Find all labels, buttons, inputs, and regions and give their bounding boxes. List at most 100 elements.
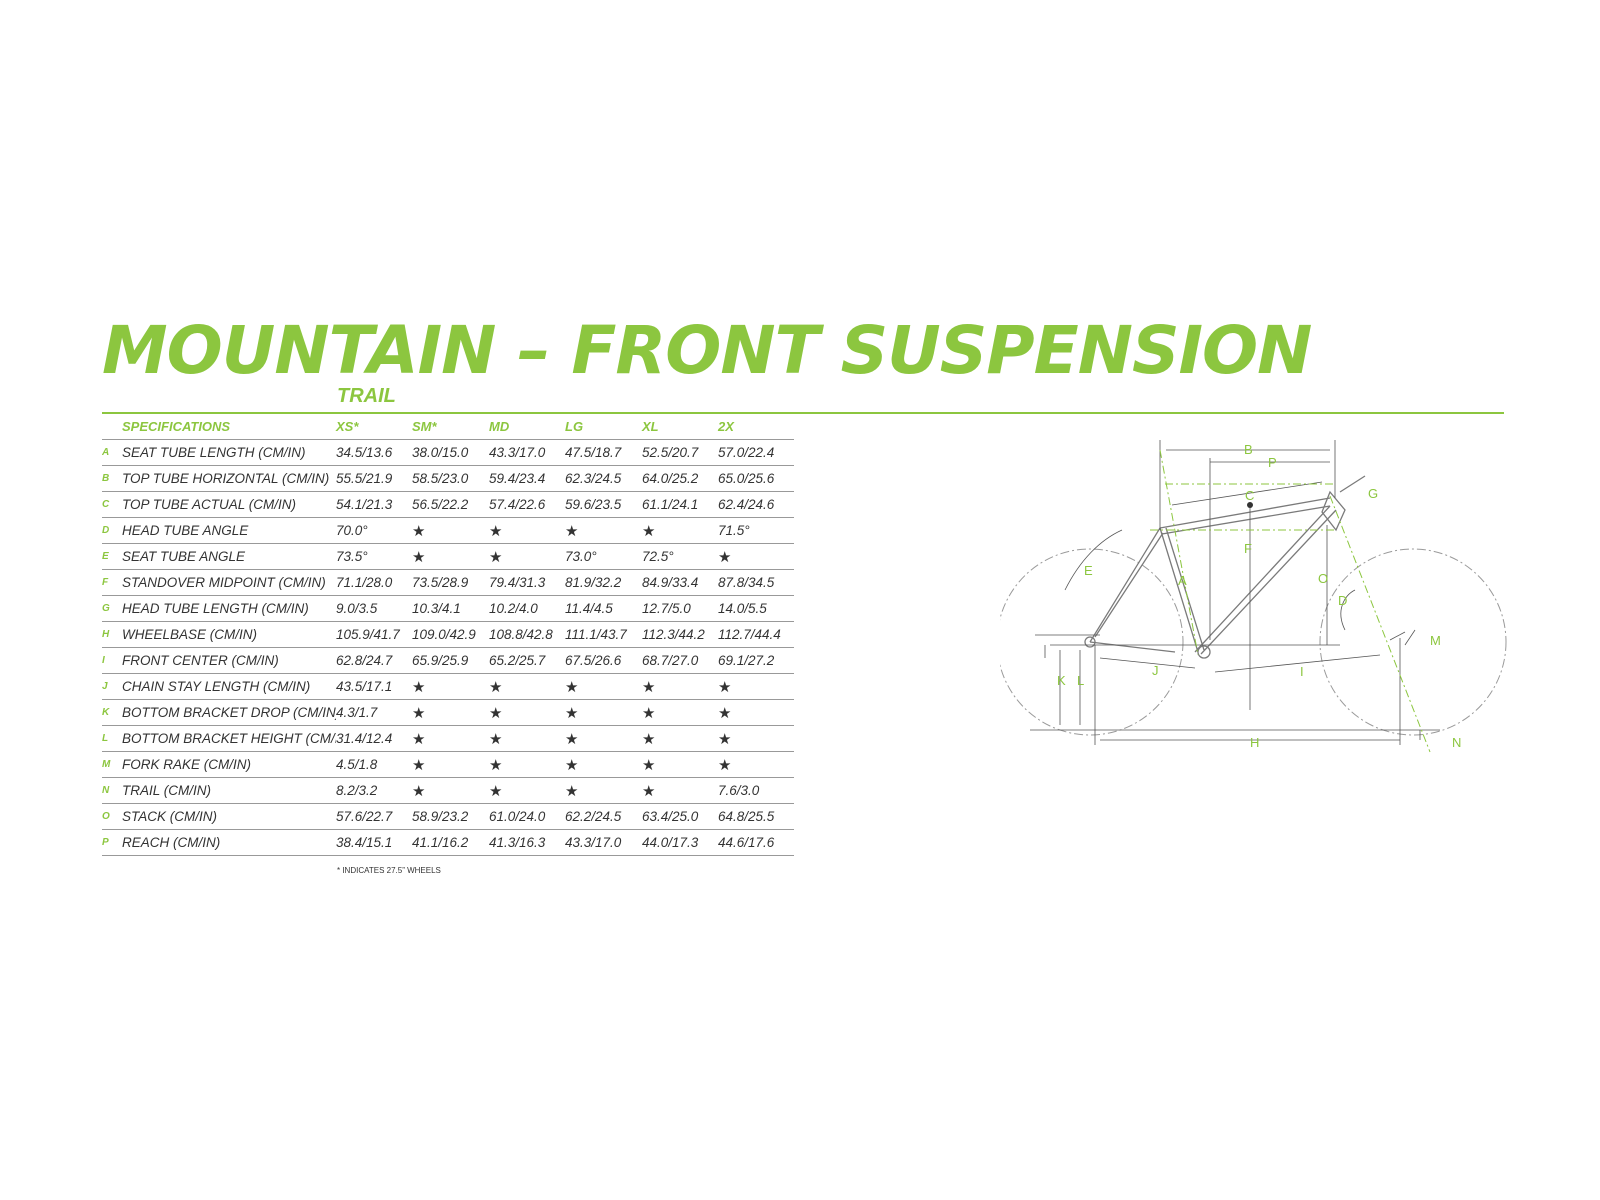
row-value: 73.5° (336, 543, 412, 570)
row-value: 56.5/22.2 (412, 491, 489, 518)
header-size-lg: LG (565, 414, 642, 440)
row-value: ★ (412, 543, 489, 570)
row-value: 105.9/41.7 (336, 621, 412, 648)
row-letter: M (102, 751, 122, 778)
row-value: ★ (412, 725, 489, 752)
row-value: 81.9/32.2 (565, 569, 642, 596)
row-value: ★ (412, 751, 489, 778)
row-value: 87.8/34.5 (718, 569, 794, 596)
row-letter: J (102, 673, 122, 700)
row-value: 44.0/17.3 (642, 829, 718, 856)
row-value: 43.3/17.0 (489, 439, 565, 466)
row-letter: F (102, 569, 122, 596)
row-value: 64.8/25.5 (718, 803, 794, 830)
label-k: K (1057, 673, 1066, 688)
row-value: ★ (642, 751, 718, 778)
row-value: 52.5/20.7 (642, 439, 718, 466)
row-value: 58.9/23.2 (412, 803, 489, 830)
label-m: M (1430, 633, 1441, 648)
bike-frame (1084, 475, 1366, 659)
row-value: 111.1/43.7 (565, 621, 642, 648)
row-value: 41.1/16.2 (412, 829, 489, 856)
row-value: ★ (718, 673, 794, 700)
row-value: ★ (412, 699, 489, 726)
label-f: F (1244, 541, 1252, 556)
row-value: 57.6/22.7 (336, 803, 412, 830)
row-letter: D (102, 517, 122, 544)
header-specifications: SPECIFICATIONS (122, 414, 336, 440)
row-value: ★ (718, 751, 794, 778)
row-letter: G (102, 595, 122, 622)
row-value: 65.0/25.6 (718, 465, 794, 492)
row-value: ★ (489, 543, 565, 570)
row-letter: I (102, 647, 122, 674)
row-value: 62.2/24.5 (565, 803, 642, 830)
row-value: ★ (642, 777, 718, 804)
row-value: 10.3/4.1 (412, 595, 489, 622)
row-label: HEAD TUBE LENGTH (CM/IN) (122, 595, 336, 622)
header-size-xs: XS* (336, 414, 412, 440)
row-value: 7.6/3.0 (718, 777, 794, 804)
row-value: 58.5/23.0 (412, 465, 489, 492)
row-value: 65.2/25.7 (489, 647, 565, 674)
row-value: 62.3/24.5 (565, 465, 642, 492)
row-value: ★ (718, 699, 794, 726)
row-letter: E (102, 543, 122, 570)
row-value: 43.5/17.1 (336, 673, 412, 700)
row-value: 12.7/5.0 (642, 595, 718, 622)
bike-geometry-diagram: A B C D E F G H I J K L M N O P (1000, 440, 1507, 753)
rear-wheel (1000, 548, 1184, 736)
row-value: ★ (565, 673, 642, 700)
row-value: ★ (642, 673, 718, 700)
header-size-2x: 2X (718, 414, 794, 440)
row-label: REACH (CM/IN) (122, 829, 336, 856)
row-value: ★ (412, 777, 489, 804)
row-value: 57.0/22.4 (718, 439, 794, 466)
row-label: SEAT TUBE LENGTH (CM/IN) (122, 439, 336, 466)
row-value: 4.3/1.7 (336, 699, 412, 726)
row-value: ★ (718, 725, 794, 752)
row-value: 71.5° (718, 517, 794, 544)
row-value: ★ (412, 673, 489, 700)
row-value: 9.0/3.5 (336, 595, 412, 622)
row-value: 47.5/18.7 (565, 439, 642, 466)
row-value: ★ (718, 543, 794, 570)
row-value: 44.6/17.6 (718, 829, 794, 856)
row-value: 4.5/1.8 (336, 751, 412, 778)
row-value: ★ (642, 517, 718, 544)
header-letter-cell (102, 414, 122, 440)
row-label: SEAT TUBE ANGLE (122, 543, 336, 570)
label-b: B (1244, 442, 1253, 457)
row-value: 62.4/24.6 (718, 491, 794, 518)
row-value: ★ (565, 751, 642, 778)
row-value: 54.1/21.3 (336, 491, 412, 518)
row-value: 11.4/4.5 (565, 595, 642, 622)
row-value: 65.9/25.9 (412, 647, 489, 674)
row-value: 10.2/4.0 (489, 595, 565, 622)
row-value: 38.0/15.0 (412, 439, 489, 466)
row-label: STANDOVER MIDPOINT (CM/IN) (122, 569, 336, 596)
row-label: FORK RAKE (CM/IN) (122, 751, 336, 778)
row-value: 68.7/27.0 (642, 647, 718, 674)
row-value: ★ (642, 699, 718, 726)
row-value: 70.0° (336, 517, 412, 544)
row-value: ★ (565, 699, 642, 726)
page-title: MOUNTAIN – FRONT SUSPENSION (102, 312, 1312, 389)
row-letter: O (102, 803, 122, 830)
row-label: BOTTOM BRACKET DROP (CM/IN) (122, 699, 336, 726)
row-value: 71.1/28.0 (336, 569, 412, 596)
row-value: 112.7/44.4 (718, 621, 794, 648)
row-label: CHAIN STAY LENGTH (CM/IN) (122, 673, 336, 700)
row-label: BOTTOM BRACKET HEIGHT (CM/IN) (122, 725, 336, 752)
row-value: 72.5° (642, 543, 718, 570)
label-n: N (1452, 735, 1461, 750)
